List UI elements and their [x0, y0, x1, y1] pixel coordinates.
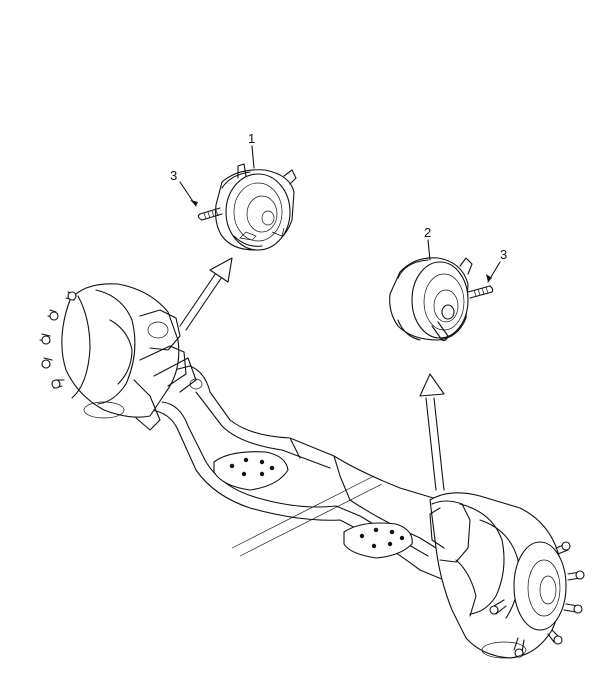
callout-1: 1: [248, 131, 255, 146]
leader-2: [427, 239, 431, 261]
brake-chamber-2: [389, 257, 473, 341]
left-wheel-hub: [39, 283, 203, 431]
stud-left: [197, 207, 223, 221]
stud-right: [431, 285, 494, 342]
arrow-to-chamber-2: [419, 373, 445, 491]
arrow-to-chamber-1: [179, 257, 233, 331]
brake-chamber-1: [215, 163, 297, 251]
axle-beam: [149, 365, 447, 581]
callout-3-right: 3: [500, 247, 507, 262]
right-wheel-hub: [429, 492, 585, 659]
leader-1: [251, 145, 255, 169]
callout-3-left: 3: [170, 168, 177, 183]
callout-2: 2: [424, 225, 431, 240]
